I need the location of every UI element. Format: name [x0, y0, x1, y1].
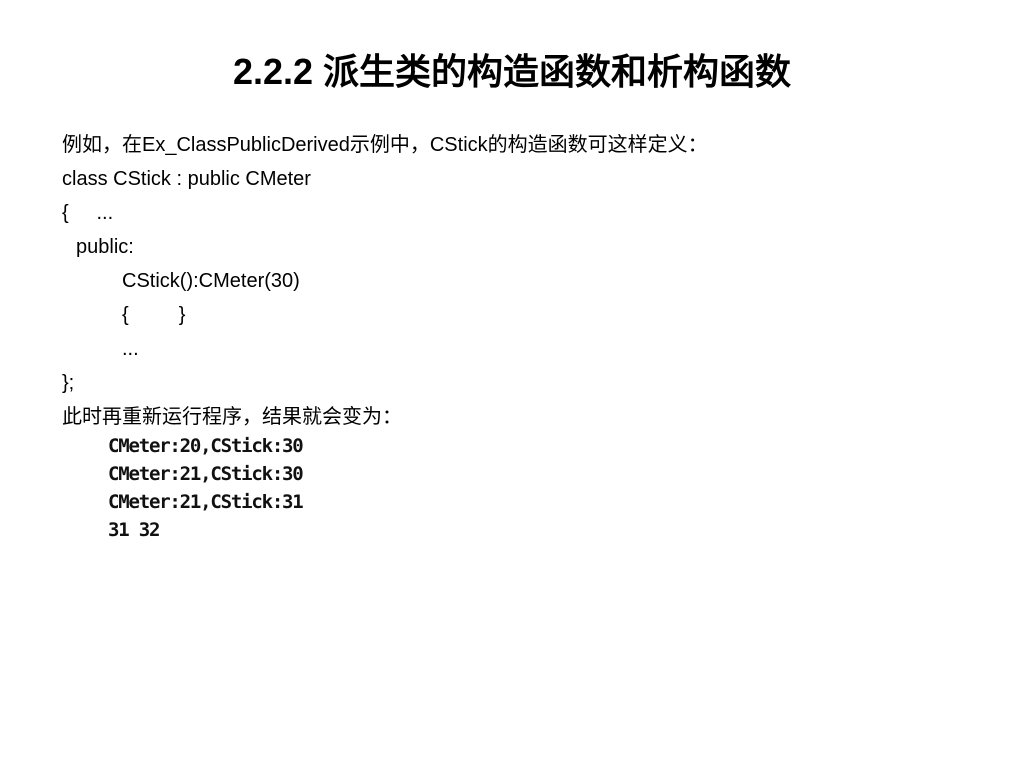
code-line-public: public:: [76, 236, 134, 258]
console-output: CMeter:20,CStick:30 CMeter:21,CStick:30 …: [108, 432, 304, 544]
result-text: 此时再重新运行程序，结果就会变为：: [62, 406, 402, 428]
code-line-close-brace: };: [62, 372, 75, 394]
console-line: 31 32: [108, 519, 160, 541]
intro-text: 例如，在Ex_ClassPublicDerived示例中，CStick的构造函数…: [62, 134, 708, 156]
code-line-constructor: CStick():CMeter(30): [122, 270, 300, 292]
slide-title: 2.2.2 派生类的构造函数和析构函数: [232, 51, 792, 92]
code-line-ellipsis: ...: [122, 338, 139, 360]
slide-body: 例如，在Ex_ClassPublicDerived示例中，CStick的构造函数…: [62, 128, 1002, 434]
code-line-open-brace: { ...: [62, 202, 114, 224]
code-line-constructor-body: { }: [122, 304, 186, 326]
console-line: CMeter:21,CStick:31: [108, 491, 304, 513]
console-line: CMeter:20,CStick:30: [108, 435, 304, 457]
console-line: CMeter:21,CStick:30: [108, 463, 304, 485]
code-line-class-decl: class CStick : public CMeter: [62, 168, 311, 190]
